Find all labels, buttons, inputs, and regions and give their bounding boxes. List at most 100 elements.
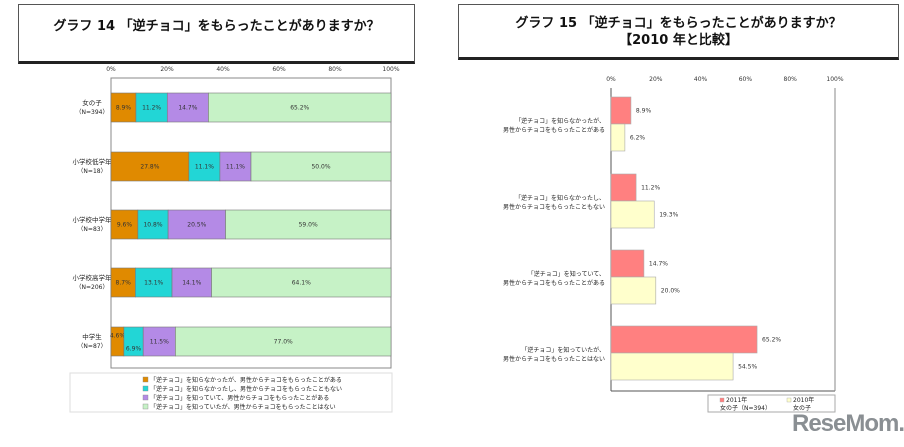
chart14-title-box: グラフ 14 「逆チョコ」をもらったことがありますか？ bbox=[18, 4, 415, 64]
bar-segment bbox=[166, 92, 209, 123]
data-label: 8.9% bbox=[636, 108, 652, 115]
bar-segment bbox=[110, 326, 125, 357]
category-n-label: （N=394） bbox=[76, 109, 109, 116]
bar-segment bbox=[225, 209, 392, 240]
data-label: 27.8% bbox=[140, 164, 159, 171]
bar bbox=[610, 123, 626, 152]
legend-swatch bbox=[142, 385, 149, 392]
legend-label: 「逆チョコ」を知らなかったし、男性からチョコをもらったこともない bbox=[150, 385, 342, 393]
data-label: 19.3% bbox=[659, 212, 678, 219]
bar-segment bbox=[188, 151, 221, 182]
category-n-label: （N=18） bbox=[77, 168, 106, 175]
bar bbox=[610, 325, 758, 354]
bar-segment bbox=[211, 267, 392, 298]
legend-label: 「逆チョコ」を知らなかったが、男性からチョコをもらったことがある bbox=[150, 376, 342, 384]
data-label: 65.2% bbox=[762, 337, 781, 344]
legend-swatch bbox=[142, 394, 149, 401]
bar bbox=[610, 96, 632, 125]
bar-segment bbox=[135, 92, 168, 123]
category-label: 男性からチョコをもらったこともない bbox=[503, 203, 605, 211]
data-label: 59.0% bbox=[299, 222, 318, 229]
bar-segment bbox=[175, 326, 392, 357]
chart15-subtitle: 【2010 年と比較】 bbox=[619, 33, 738, 48]
legend-swatch bbox=[142, 376, 149, 383]
data-label: 14.1% bbox=[182, 280, 201, 287]
data-label: 20.5% bbox=[187, 222, 206, 229]
data-label: 6.9% bbox=[126, 346, 142, 353]
x-tick-label: 100% bbox=[382, 66, 399, 73]
bar bbox=[610, 249, 645, 278]
x-tick-label: 0% bbox=[106, 66, 116, 73]
data-label: 14.7% bbox=[178, 105, 197, 112]
bar-segment bbox=[171, 267, 212, 298]
legend-label: 「逆チョコ」を知っていて、男性からチョコをもらったことがある bbox=[150, 394, 329, 402]
chart14-title: グラフ 14 「逆チョコ」をもらったことがありますか？ bbox=[53, 19, 380, 34]
chart15-title: グラフ 15 「逆チョコ」をもらったことがありますか？ bbox=[515, 16, 842, 31]
x-tick-label: 60% bbox=[739, 76, 753, 83]
x-tick-label: 20% bbox=[649, 76, 663, 83]
x-tick-label: 0% bbox=[606, 76, 616, 83]
data-label: 54.5% bbox=[738, 364, 757, 371]
data-label: 9.6% bbox=[117, 222, 133, 229]
data-label: 14.7% bbox=[649, 261, 668, 268]
legend-label: 女の子 bbox=[793, 404, 811, 412]
data-label: 11.5% bbox=[150, 339, 169, 346]
legend-swatch bbox=[786, 397, 792, 403]
legend-label: 「逆チョコ」を知っていたが、男性からチョコをもらったことはない bbox=[150, 403, 336, 411]
legend-label: 2011年 bbox=[726, 396, 747, 404]
category-label: 「逆チョコ」を知らなかったが、 bbox=[515, 117, 605, 125]
category-label: 中学生 bbox=[82, 332, 102, 341]
category-label: 男性からチョコをもらったことはない bbox=[503, 355, 605, 363]
legend-swatch bbox=[142, 403, 149, 410]
bar-segment bbox=[250, 151, 392, 182]
data-label: 8.9% bbox=[116, 105, 132, 112]
category-label: 「逆チョコ」を知っていて、 bbox=[528, 270, 605, 278]
bar-segment bbox=[142, 326, 176, 357]
data-label: 11.2% bbox=[641, 185, 660, 192]
legend-label: 2010年 bbox=[793, 396, 814, 404]
data-label: 13.1% bbox=[144, 280, 163, 287]
category-n-label: （N=206） bbox=[76, 284, 109, 291]
bar-segment bbox=[137, 209, 169, 240]
legend-box bbox=[707, 394, 836, 413]
data-label: 20.0% bbox=[661, 288, 680, 295]
category-n-label: （N=83） bbox=[77, 226, 106, 233]
category-label: 小学校中学年 bbox=[73, 215, 113, 224]
x-tick-label: 60% bbox=[272, 66, 286, 73]
data-label: 8.7% bbox=[116, 280, 132, 287]
x-tick-label: 40% bbox=[216, 66, 230, 73]
legend-label: 女の子（N=394） bbox=[720, 404, 771, 412]
legend-swatch bbox=[719, 397, 725, 403]
x-tick-label: 100% bbox=[826, 76, 843, 83]
category-label: 「逆チョコ」を知っていたが、 bbox=[521, 346, 605, 354]
x-tick-label: 40% bbox=[694, 76, 708, 83]
bar bbox=[610, 173, 637, 202]
data-label: 65.2% bbox=[290, 105, 309, 112]
category-n-label: （N=87） bbox=[77, 343, 106, 350]
bar-segment bbox=[135, 267, 173, 298]
data-label: 10.8% bbox=[143, 222, 162, 229]
data-label: 64.1% bbox=[292, 280, 311, 287]
x-tick-label: 80% bbox=[784, 76, 798, 83]
category-label: 小学校低学年 bbox=[73, 157, 113, 166]
bar bbox=[610, 276, 657, 305]
category-label: 小学校高学年 bbox=[73, 273, 113, 282]
data-label: 11.1% bbox=[226, 164, 245, 171]
bar-segment bbox=[110, 267, 136, 298]
data-label: 50.0% bbox=[311, 164, 330, 171]
category-label: 「逆チョコ」を知らなかったし、 bbox=[515, 194, 605, 202]
x-tick-label: 20% bbox=[160, 66, 174, 73]
data-label: 11.2% bbox=[142, 105, 161, 112]
bar-segment bbox=[208, 92, 392, 123]
data-label: 77.0% bbox=[274, 339, 293, 346]
category-label: 男性からチョコをもらったことがある bbox=[503, 126, 605, 134]
legend-box bbox=[69, 372, 393, 413]
resemom-logo: ReseMom. bbox=[792, 410, 904, 437]
bar bbox=[610, 200, 655, 229]
category-label: 男性からチョコをもらったことがある bbox=[503, 279, 605, 287]
category-label: 女の子 bbox=[82, 98, 102, 107]
chart15-title-box: グラフ 15 「逆チョコ」をもらったことがありますか？ 【2010 年と比較】 bbox=[458, 4, 899, 60]
bar bbox=[610, 352, 734, 381]
data-label: 11.1% bbox=[195, 164, 214, 171]
